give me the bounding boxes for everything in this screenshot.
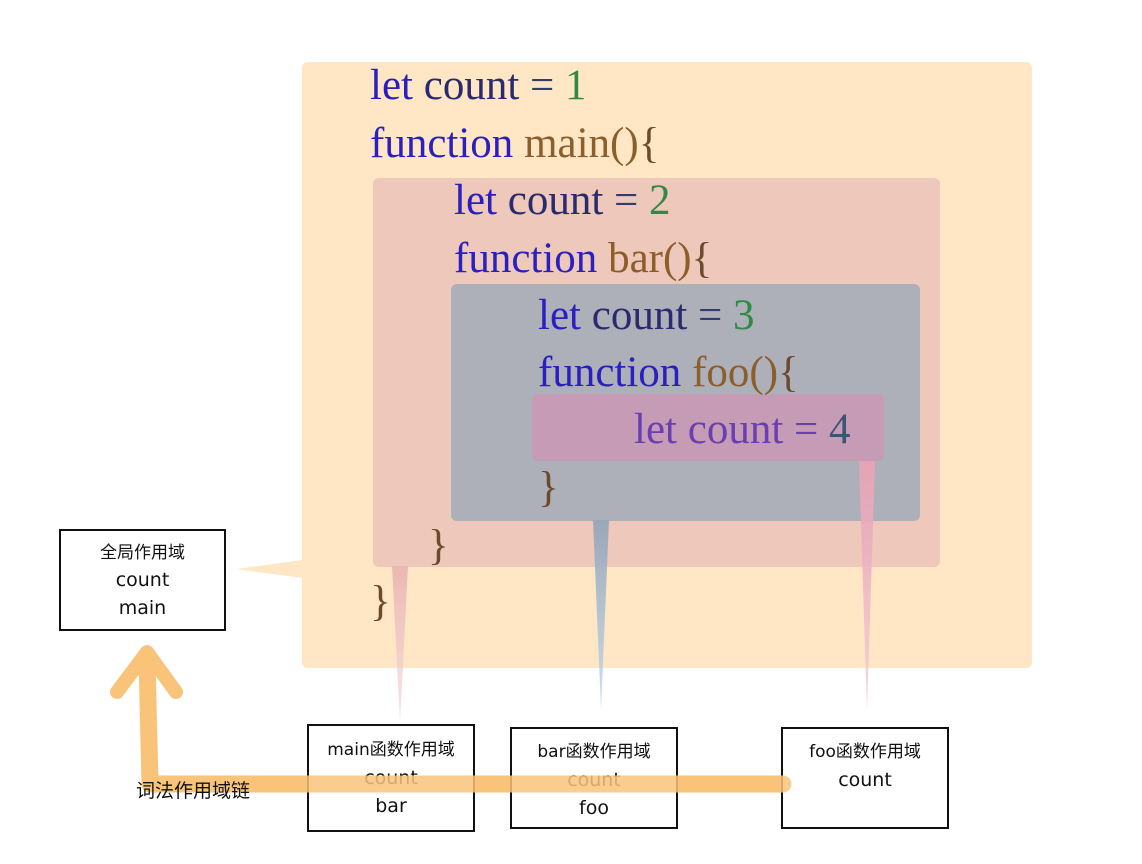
- code-line-foo-declaration: function foo(){: [538, 349, 799, 396]
- foo-scope-region: [532, 394, 884, 461]
- main-scope-var-count: count: [364, 767, 418, 789]
- global-scope-box: 全局作用域 count main: [59, 529, 226, 631]
- global-pointer-wedge: [236, 560, 302, 578]
- global-scope-var-main: main: [118, 597, 167, 619]
- main-scope-title: main函数作用域: [327, 740, 455, 760]
- code-line-global-let: let count = 1: [370, 62, 587, 109]
- bar-scope-var-foo: foo: [579, 797, 609, 819]
- bar-scope-box: bar函数作用域 count foo: [510, 727, 678, 829]
- global-scope-var-count: count: [115, 569, 170, 591]
- code-line-main-let: let count = 2: [454, 177, 671, 224]
- foo-scope-box: foo函数作用域 count: [781, 727, 949, 829]
- code-close-foo-brace: }: [538, 464, 559, 511]
- global-scope-title: 全局作用域: [100, 543, 185, 563]
- scope-chain-label: 词法作用域链: [136, 780, 251, 802]
- main-pointer-wedge: [392, 566, 408, 724]
- code-line-bar-let: let count = 3: [538, 292, 755, 339]
- code-close-main-brace: }: [370, 578, 391, 625]
- scope-chain-arrowhead: [110, 645, 183, 699]
- bar-scope-var-count: count: [567, 769, 621, 791]
- code-line-main-declaration: function main(){: [370, 120, 660, 167]
- foo-scope-title: foo函数作用域: [809, 742, 921, 762]
- code-line-bar-declaration: function bar(){: [454, 235, 713, 282]
- foo-scope-var-count: count: [838, 769, 892, 791]
- code-line-foo-let: let count = 4: [634, 406, 851, 453]
- foo-pointer-wedge: [859, 461, 875, 712]
- bar-scope-title: bar函数作用域: [537, 742, 651, 762]
- code-close-bar-brace: }: [428, 522, 449, 569]
- main-scope-var-bar: bar: [375, 795, 407, 817]
- bar-pointer-wedge: [593, 520, 609, 710]
- main-scope-box: main函数作用域 count bar: [307, 724, 475, 832]
